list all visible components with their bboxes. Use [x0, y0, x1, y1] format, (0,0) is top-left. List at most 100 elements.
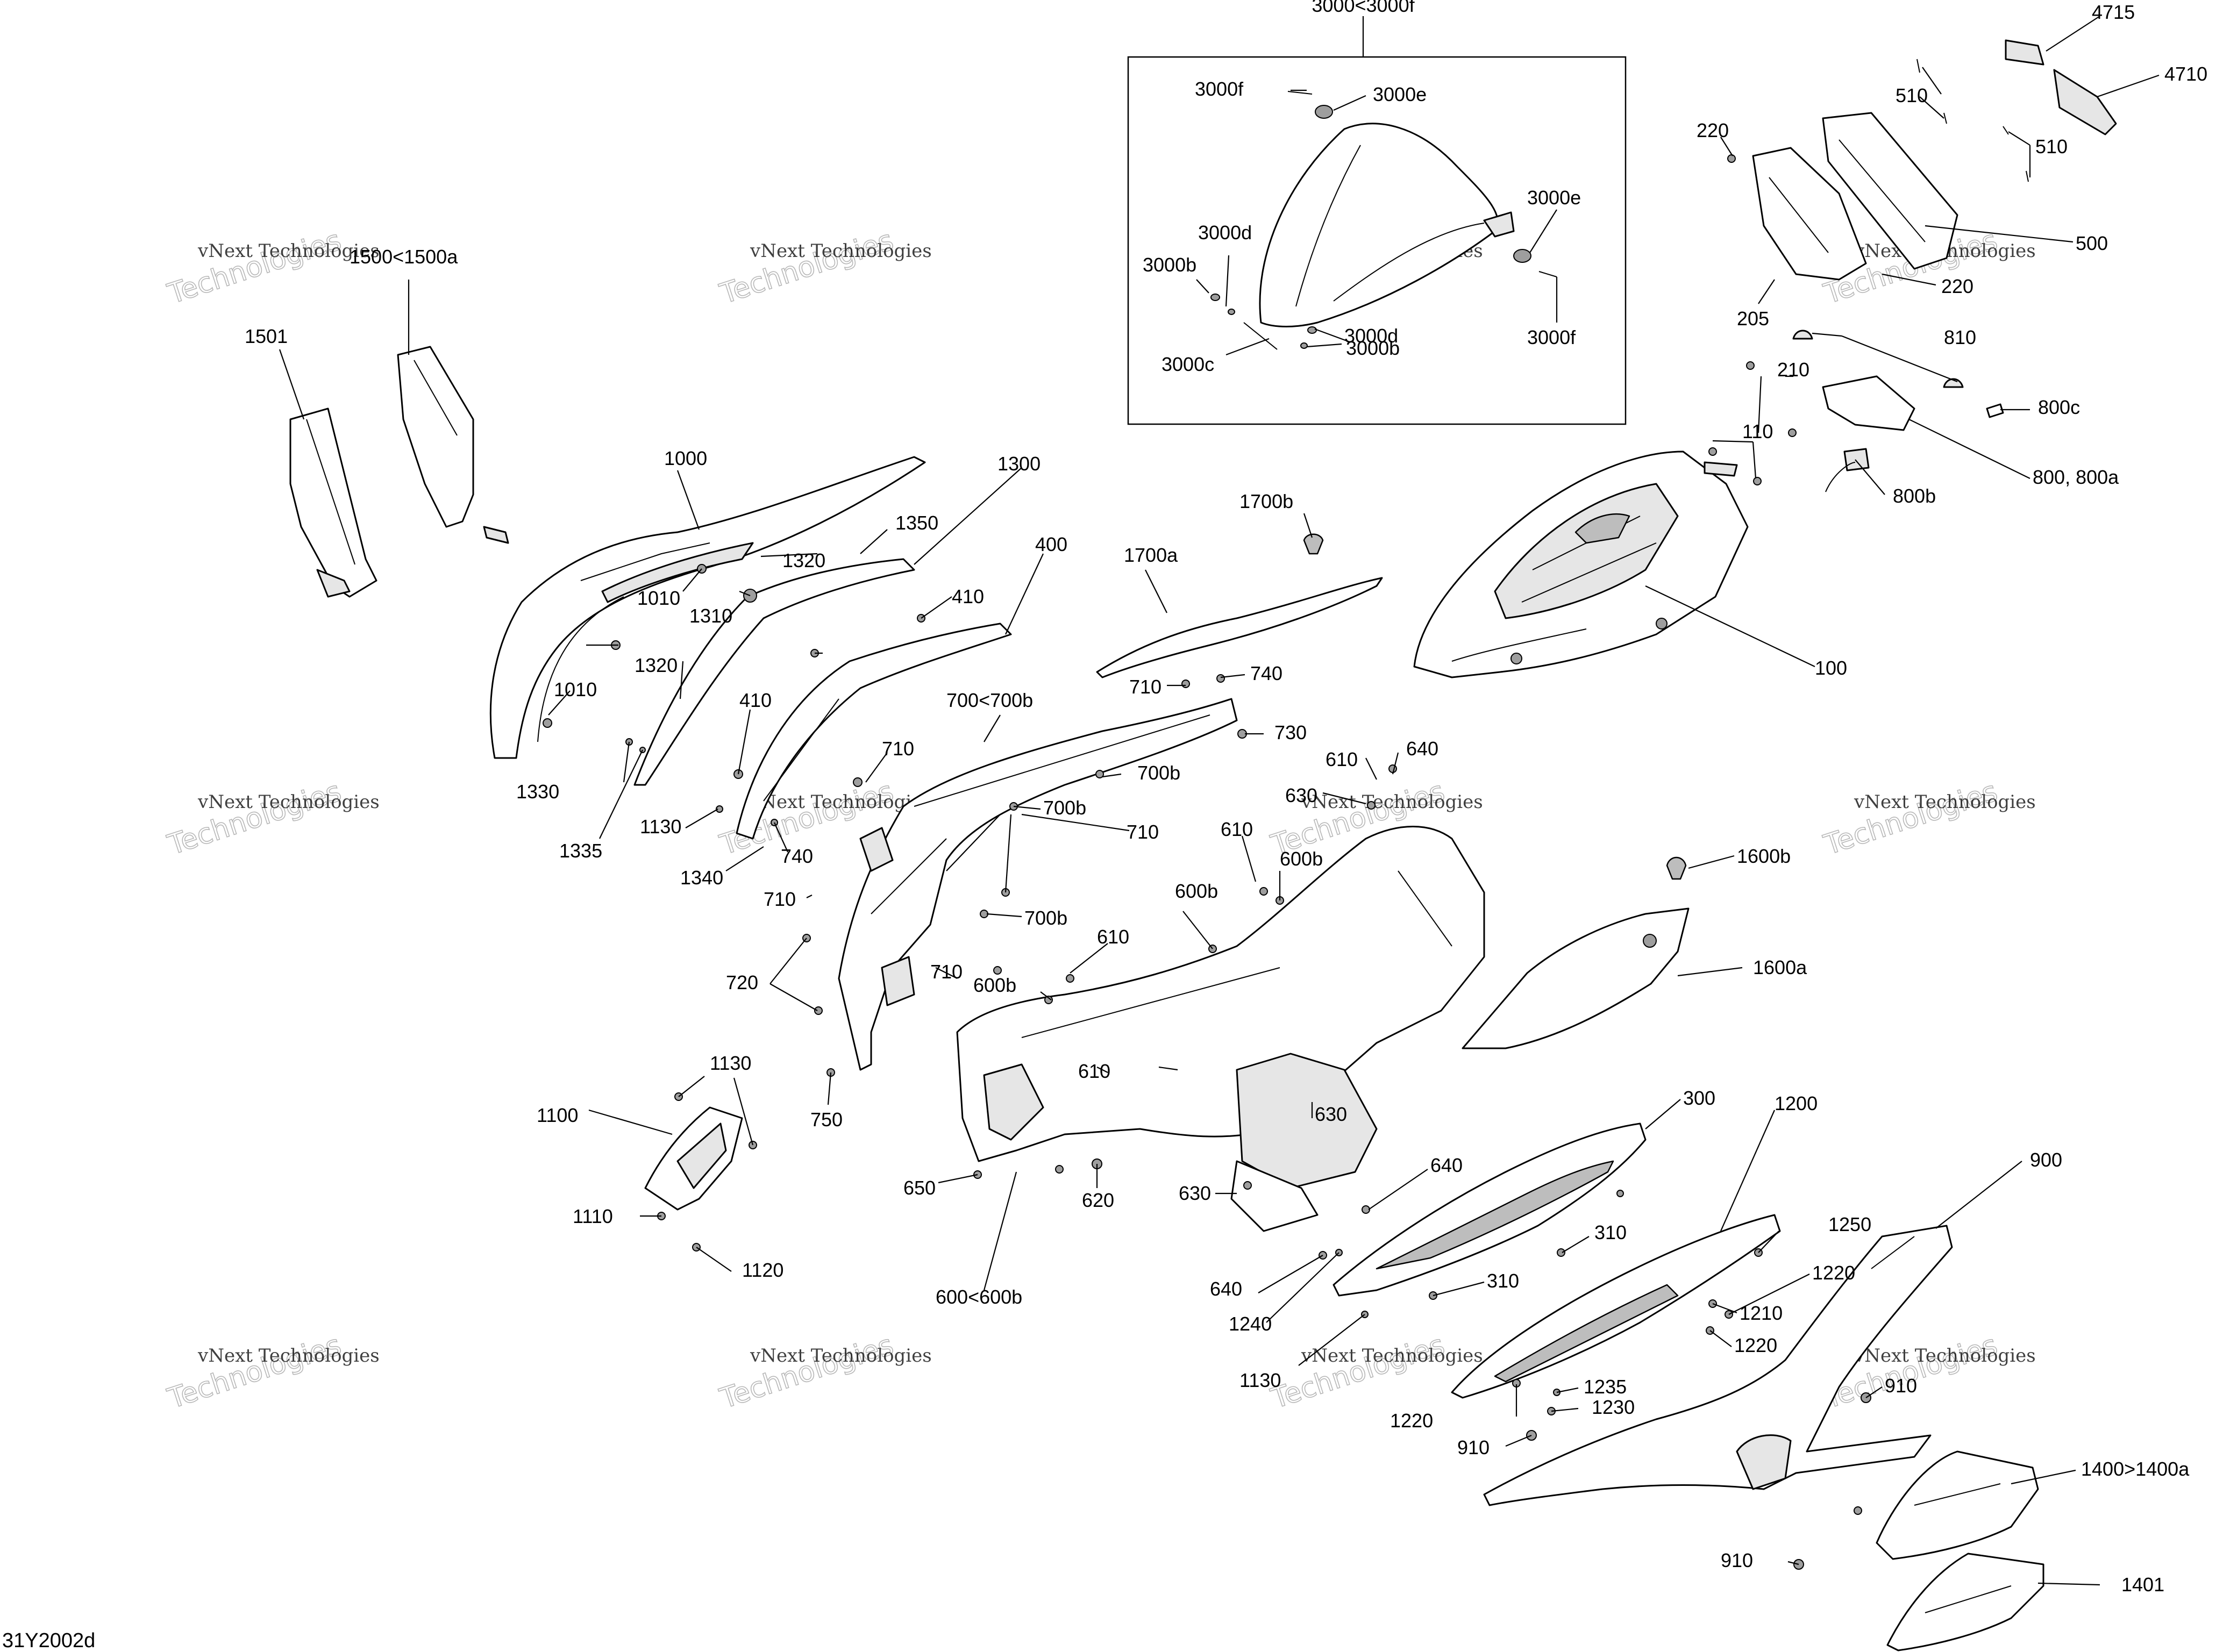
tab-800c [1986, 403, 2004, 418]
mirrors-top-left [289, 346, 509, 598]
svg-text:Technologies: Technologies [164, 224, 345, 311]
svg-text:vNext Technologies: vNext Technologies [1301, 1345, 1483, 1367]
panel-400 [736, 623, 1012, 840]
panel-1700a [1096, 533, 1383, 678]
callout-1130: 1130 [1239, 1369, 1281, 1391]
svg-text:vNext Technologies: vNext Technologies [750, 1345, 932, 1367]
callout-1320: 1320 [635, 654, 678, 676]
callout-400: 400 [1035, 533, 1067, 555]
callout-510: 510 [2035, 135, 2068, 158]
callout-1220: 1220 [1812, 1262, 1855, 1284]
callout-1320: 1320 [782, 549, 825, 571]
callout-100: 100 [1815, 657, 1847, 679]
callout-205: 205 [1737, 307, 1769, 330]
callout-710: 710 [930, 961, 963, 983]
callout-600b: 600b [1280, 848, 1323, 870]
windshield-inset [1127, 16, 1627, 425]
callout-1010: 1010 [554, 678, 597, 700]
callout-610: 610 [1221, 818, 1253, 840]
diagram-reference: 31Y2002d [2, 1629, 95, 1652]
mirror-1500 [397, 346, 474, 528]
callout-210: 210 [1777, 359, 1809, 381]
cluster-205 [1752, 147, 1867, 281]
callout-1210: 1210 [1740, 1302, 1783, 1324]
svg-text:Technologies: Technologies [716, 224, 897, 311]
mirror-1401 [1886, 1553, 2044, 1651]
main-frame-600 [956, 826, 1485, 1232]
callout-710: 710 [1127, 821, 1159, 843]
side-panels-1300-400 [633, 558, 1012, 840]
fasteners [543, 154, 1871, 1570]
callout-1401: 1401 [2121, 1574, 2164, 1596]
callout-800c: 800c [2038, 396, 2080, 418]
callout-1240: 1240 [1229, 1313, 1272, 1335]
watermark: Technologies vNext Technologies [716, 1328, 932, 1415]
switch-800 [1822, 375, 1915, 431]
callout-1250: 1250 [1828, 1213, 1871, 1235]
callout-3000d: 3000d [1344, 325, 1398, 347]
panel-1300 [633, 558, 915, 786]
callout-3000e: 3000e [1373, 83, 1427, 105]
callout-1400: 1400>1400a [2081, 1458, 2190, 1480]
watermark: Technologies vNext Technologies [163, 224, 380, 311]
callout-700b: 700b [1137, 762, 1180, 784]
clip-1600b [1666, 856, 1687, 880]
callout-730: 730 [1274, 721, 1307, 743]
clip-810 [1792, 330, 1813, 340]
callout-1500: 1500<1500a [350, 246, 458, 268]
callout-310: 310 [1487, 1270, 1519, 1292]
callout-710: 710 [764, 888, 796, 910]
connector-800b [1843, 448, 1870, 471]
cover-1100 [644, 1106, 743, 1211]
callout-4710: 4710 [2164, 63, 2207, 85]
callout-1700a: 1700a [1124, 544, 1178, 566]
watermark: Technologies vNext Technologies [1820, 775, 2036, 862]
callout-610: 610 [1097, 926, 1129, 948]
watermark: Technologies vNext Technologies [716, 224, 932, 311]
callout-4715: 4715 [2092, 1, 2135, 23]
callout-3000b: 3000b [1346, 337, 1400, 359]
callout-700: 700<700b [946, 689, 1033, 711]
callout-710: 710 [882, 738, 914, 760]
svg-text:vNext Technologies: vNext Technologies [1854, 791, 2036, 813]
upper-fairing-1000 [489, 456, 926, 759]
callout-500: 500 [2076, 232, 2108, 254]
callout-3000d: 3000d [1198, 221, 1252, 244]
callout-640: 640 [1406, 738, 1438, 760]
callout-510: 510 [1896, 84, 1928, 106]
watermark: Technologies vNext Technologies [1267, 1328, 1483, 1415]
svg-text:Technologies: Technologies [1820, 775, 2001, 862]
callout-3000: 3000<3000f [1312, 0, 1415, 16]
callout-1235: 1235 [1584, 1376, 1627, 1398]
callout-1200: 1200 [1775, 1092, 1818, 1114]
bracket-4710 [2053, 69, 2117, 135]
callout-640: 640 [1210, 1278, 1242, 1300]
callout-220: 220 [1697, 119, 1729, 141]
callout-720: 720 [726, 971, 758, 993]
callout-110: 110 [1742, 420, 1773, 442]
inset-frame [1127, 56, 1627, 425]
callout-1350: 1350 [895, 512, 938, 534]
callout-750: 750 [810, 1109, 843, 1131]
callout-410: 410 [952, 585, 984, 607]
svg-text:Technologies: Technologies [716, 1329, 897, 1415]
callout-650: 650 [903, 1177, 936, 1199]
watermark: Technologies vNext Technologies [163, 1328, 380, 1415]
callout-600b: 600b [1175, 880, 1218, 902]
callout-1300: 1300 [997, 453, 1041, 475]
callout-630: 630 [1315, 1103, 1347, 1125]
callout-910: 910 [1721, 1549, 1753, 1571]
panel-300 [1333, 1122, 1647, 1297]
callout-labels: 3000<3000f 3000f 3000e 3000e 3000d 3000b… [245, 0, 2207, 1596]
callout-3000e: 3000e [1527, 187, 1581, 209]
callout-740: 740 [781, 845, 813, 867]
leader-lines [279, 16, 2160, 1586]
callout-600: 600<600b [936, 1286, 1022, 1308]
svg-text:vNext Technologies: vNext Technologies [1854, 1345, 2036, 1367]
callout-910: 910 [1457, 1436, 1490, 1458]
callout-630: 630 [1179, 1182, 1211, 1204]
callout-310: 310 [1594, 1221, 1627, 1243]
clip-1700b [1303, 533, 1324, 555]
mirrors-bottom-right [1876, 1450, 2044, 1651]
callout-220: 220 [1941, 275, 1973, 297]
